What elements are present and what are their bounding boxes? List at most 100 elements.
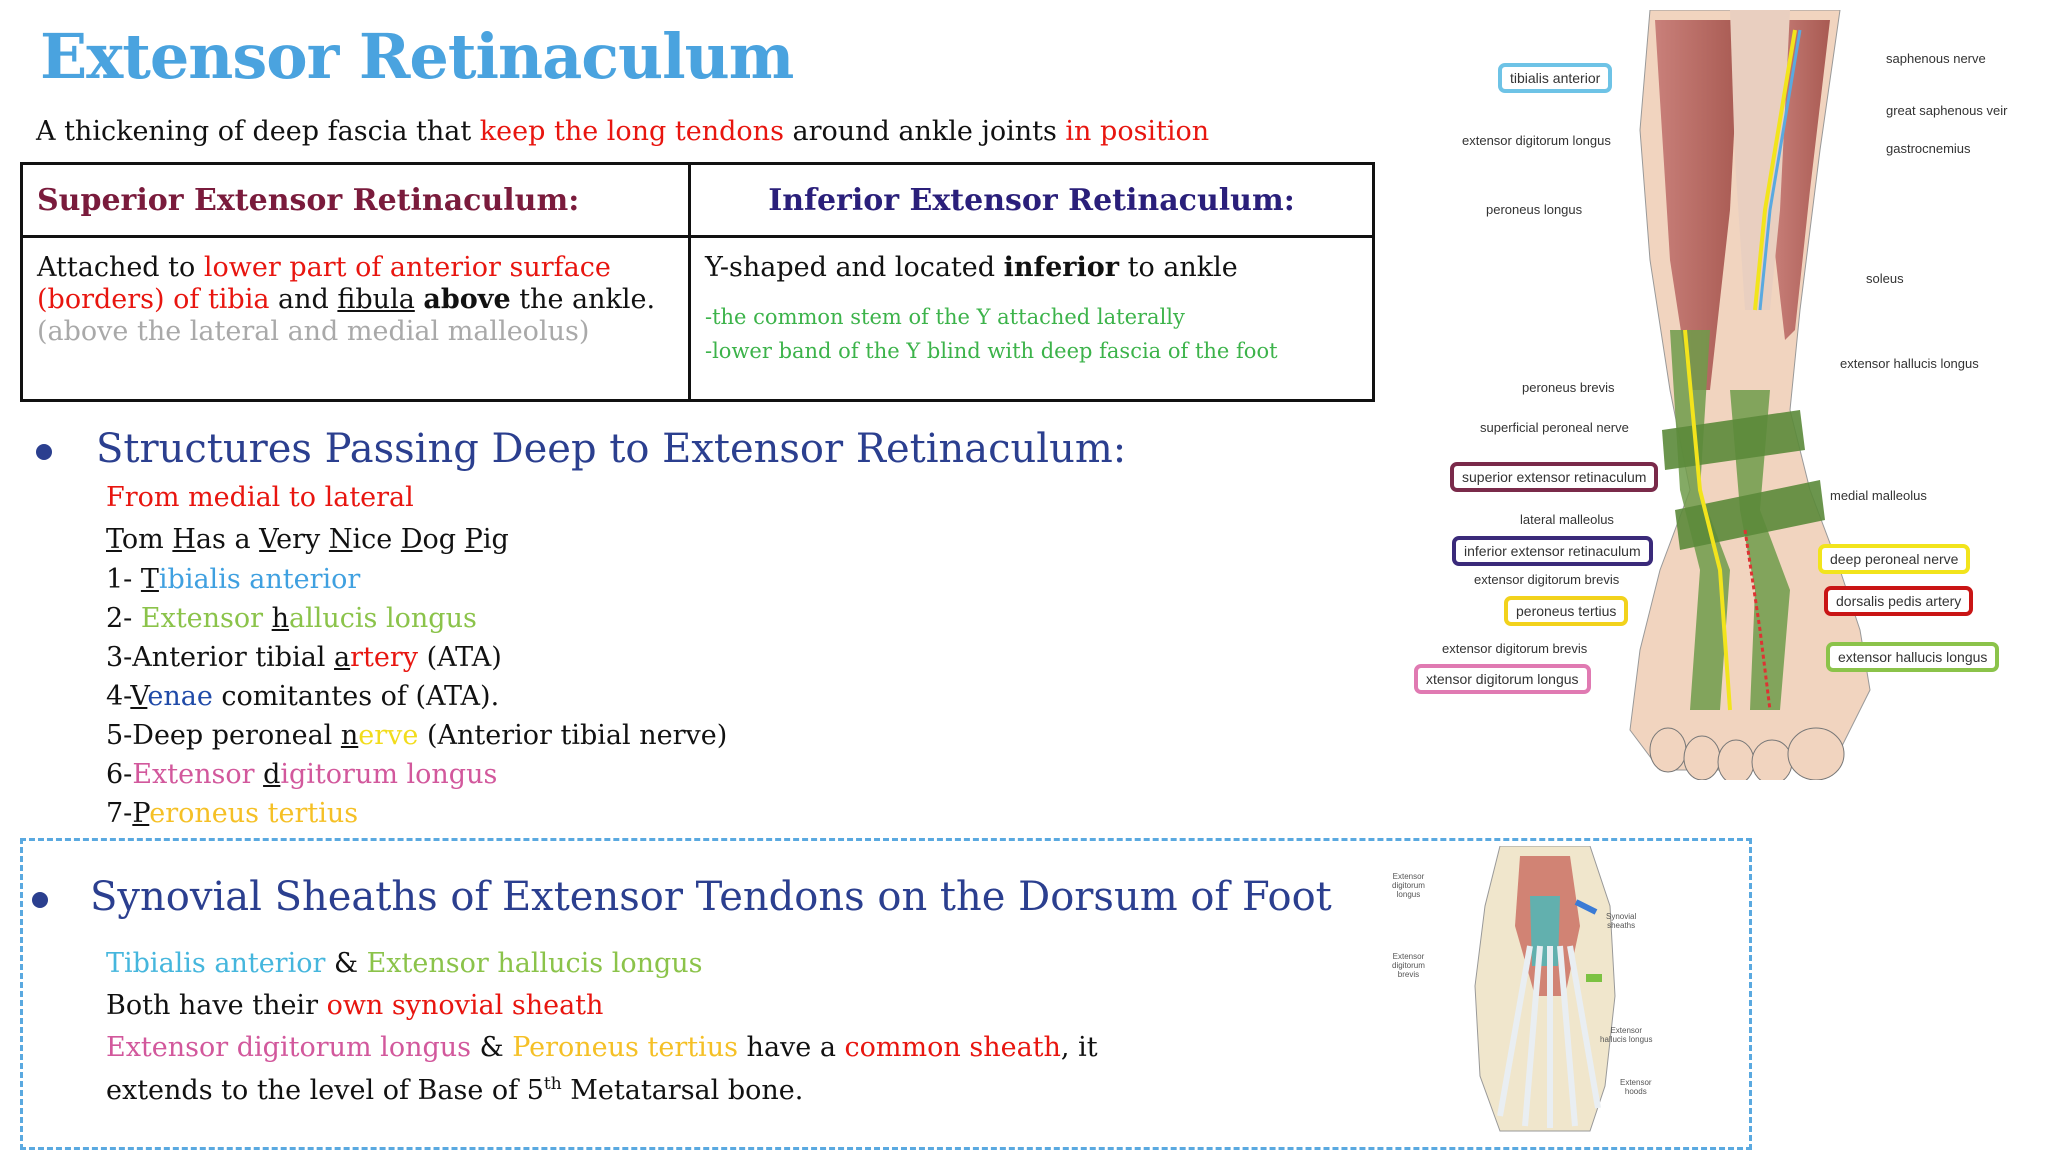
leg-label: extensor digitorum longus: [1462, 133, 1611, 148]
line-text: &: [471, 1032, 513, 1063]
mnemonic-text: ig: [482, 524, 509, 555]
label-box: peroneus tertius: [1504, 596, 1629, 626]
foot-label: Extensor digitorum brevis: [1392, 952, 1425, 979]
item-text: 5-Deep peroneal: [106, 720, 341, 751]
item-colored: igitorum longus: [280, 759, 498, 790]
item-letter: P: [132, 798, 150, 829]
mnemonic-letter: V: [259, 524, 277, 555]
mnemonic: Tom Has a Very Nice Dog Pig: [106, 524, 509, 555]
inferior-cell: Y-shaped and located inferior to ankle -…: [688, 235, 1375, 402]
foot-label: Extensor digitorum longus: [1392, 872, 1425, 899]
line-text: Metatarsal bone.: [561, 1075, 804, 1106]
label-box: superior extensor retinaculum: [1450, 462, 1659, 492]
item-colored: Extensor: [140, 603, 272, 634]
foot-illustration: [1474, 846, 1616, 1132]
leg-label: extensor digitorum brevis: [1442, 641, 1588, 656]
leg-label: extensor digitorum brevis: [1474, 572, 1620, 587]
mnemonic-text: om: [121, 524, 173, 555]
synovial-heading: Synovial Sheaths of Extensor Tendons on …: [90, 874, 1332, 920]
mnemonic-text: as a: [195, 524, 260, 555]
item-text: 2-: [106, 603, 141, 634]
line-colored: common sheath: [844, 1032, 1061, 1063]
item-letter: V: [130, 681, 148, 712]
cell-text: and: [269, 284, 338, 315]
page-title: Extensor Retinaculum: [40, 20, 794, 93]
list-item: 1- Tibialis anterior: [106, 564, 360, 595]
item-colored: enae: [147, 681, 213, 712]
item-text: (Anterior tibial nerve): [418, 720, 728, 751]
mnemonic-text: og: [422, 524, 465, 555]
line-text: have a: [737, 1032, 845, 1063]
list-item: 5-Deep peroneal nerve (Anterior tibial n…: [106, 720, 727, 751]
label-box: deep peroneal nerve: [1818, 544, 1971, 574]
item-colored: allucis longus: [289, 603, 477, 634]
foot-label: Synovial sheaths: [1606, 912, 1637, 930]
leg-illustration: [1629, 10, 1871, 780]
item-colored: erve: [358, 720, 419, 751]
cell-underline: fibula: [337, 284, 415, 315]
item-text: 6-: [106, 759, 133, 790]
line-colored: Peroneus tertius: [512, 1032, 738, 1063]
item-colored: Extensor: [132, 759, 264, 790]
retinaculum-table: Superior Extensor Retinaculum: Inferior …: [20, 162, 1375, 402]
foot-label: Extensor hoods: [1620, 1078, 1652, 1096]
list-item: 2- Extensor hallucis longus: [106, 603, 477, 634]
mnemonic-letter: H: [172, 524, 196, 555]
item-text: (ATA): [418, 642, 502, 673]
leg-label: gastrocnemius: [1886, 141, 1971, 156]
leg-label: peroneus brevis: [1522, 380, 1615, 395]
item-text: 7-: [106, 798, 133, 829]
mnemonic-letter: N: [328, 524, 353, 555]
structures-subheading: From medial to lateral: [106, 482, 414, 513]
leg-label: peroneus longus: [1486, 202, 1583, 217]
line-colored: Extensor digitorum longus: [106, 1032, 471, 1063]
label-box: dorsalis pedis artery: [1824, 586, 1974, 616]
item-text: comitantes of (ATA).: [212, 681, 500, 712]
cell-note: (above the lateral and medial malleolus): [37, 316, 590, 347]
list-item: 4-Venae comitantes of (ATA).: [106, 681, 499, 712]
label-box: inferior extensor retinaculum: [1452, 536, 1653, 566]
superior-cell: Attached to lower part of anterior surfa…: [20, 235, 691, 402]
list-item: 6-Extensor digitorum longus: [106, 759, 497, 790]
leg-label: great saphenous veir: [1886, 103, 2008, 118]
intro-part: A thickening of deep fascia that: [36, 116, 480, 147]
item-letter: a: [334, 642, 351, 673]
mnemonic-text: ery: [276, 524, 329, 555]
cell-note: -the common stem of the Y attached later…: [705, 305, 1185, 329]
cell-bold: inferior: [1003, 252, 1120, 283]
intro-highlight: keep the long tendons: [479, 116, 784, 147]
line-text: Both have their: [106, 990, 327, 1021]
cell-text: the ankle.: [510, 284, 656, 315]
intro-highlight: in position: [1065, 116, 1210, 147]
mnemonic-letter: D: [400, 524, 423, 555]
intro-text: A thickening of deep fascia that keep th…: [36, 116, 1209, 147]
label-box: tibialis anterior: [1498, 63, 1613, 93]
mnemonic-letter: T: [106, 524, 122, 555]
item-letter: T: [140, 564, 159, 595]
leg-label: extensor hallucis longus: [1840, 356, 1979, 371]
cell-bold: above: [423, 284, 511, 315]
line-colored: Tibialis anterior: [106, 948, 326, 979]
mnemonic-letter: P: [464, 524, 483, 555]
bullet-icon: [32, 892, 48, 908]
cell-highlight: lower part of anterior surface (borders)…: [37, 252, 611, 315]
structures-heading: Structures Passing Deep to Extensor Reti…: [96, 426, 1127, 472]
line-superscript: th: [543, 1074, 562, 1094]
leg-label: lateral malleolus: [1520, 512, 1614, 527]
synovial-line: Extensor digitorum longus & Peroneus ter…: [106, 1032, 1098, 1063]
item-letter: h: [271, 603, 290, 634]
cell-note: -lower band of the Y blind with deep fas…: [705, 339, 1278, 363]
synovial-line: Tibialis anterior & Extensor hallucis lo…: [106, 948, 703, 979]
leg-label: superficial peroneal nerve: [1480, 420, 1629, 435]
line-colored: own synovial sheath: [326, 990, 604, 1021]
mnemonic-text: ice: [352, 524, 401, 555]
cell-text: Y-shaped and located: [705, 252, 1004, 283]
item-colored: rtery: [350, 642, 419, 673]
item-text: 3-Anterior tibial: [106, 642, 335, 673]
item-letter: d: [263, 759, 281, 790]
leg-label: saphenous nerve: [1886, 51, 1986, 66]
line-text: &: [325, 948, 367, 979]
bullet-icon: [36, 444, 52, 460]
line-text: extends to the level of Base of 5: [106, 1075, 544, 1106]
label-box: xtensor digitorum longus: [1414, 664, 1591, 694]
